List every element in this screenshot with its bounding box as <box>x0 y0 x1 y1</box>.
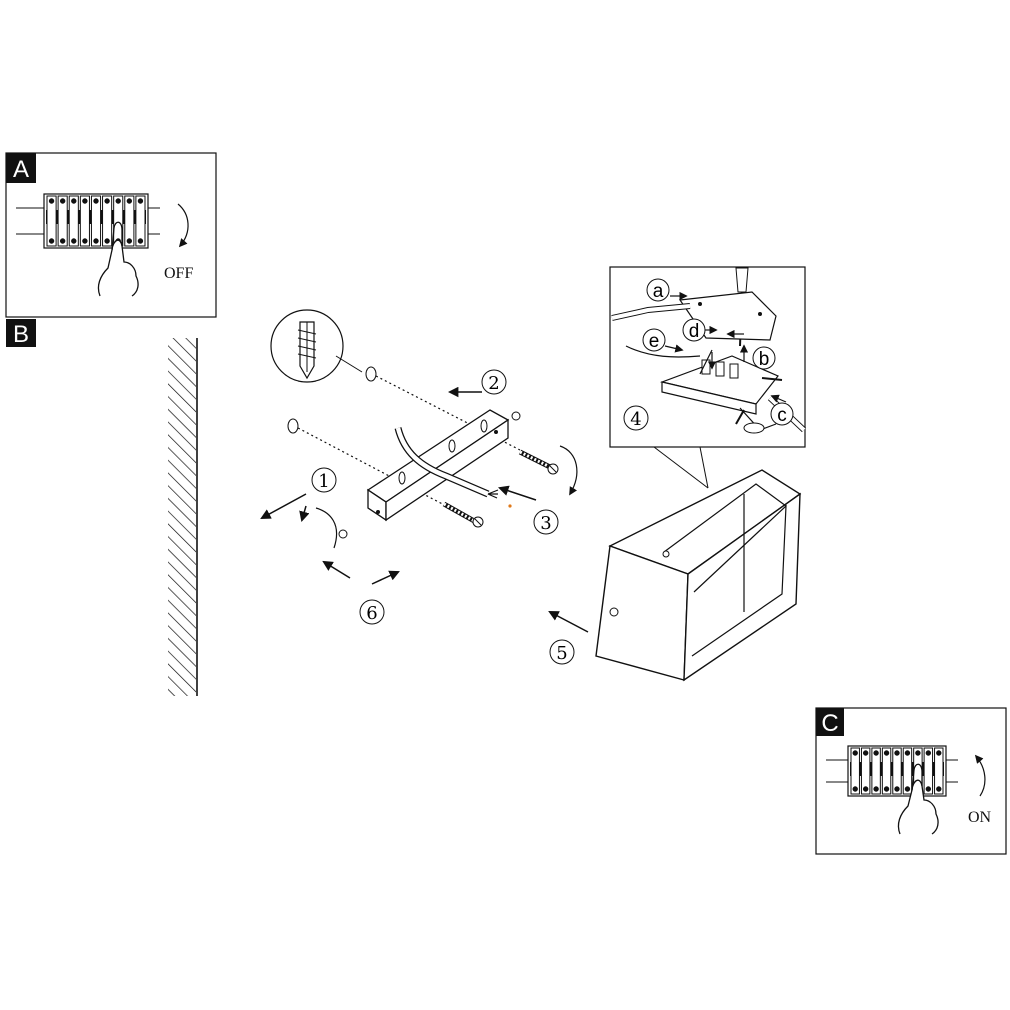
breaker-module <box>850 747 860 795</box>
breaker-module <box>902 747 913 795</box>
terminal-screw <box>852 750 858 756</box>
arrow-left-icon <box>322 560 351 579</box>
wiring-label-b: b <box>759 349 770 370</box>
terminal-screw <box>873 750 879 756</box>
panel-b: B <box>6 319 36 348</box>
breaker-module <box>934 747 944 795</box>
breaker-module <box>57 195 68 247</box>
terminal-screw <box>82 198 88 204</box>
breaker-module <box>135 195 146 247</box>
terminal-screw <box>104 198 110 204</box>
arrow-right-icon <box>371 570 400 585</box>
breaker-module <box>881 747 892 795</box>
terminal-screw <box>862 750 869 756</box>
wall-section <box>168 338 198 696</box>
terminal-screw <box>862 786 869 792</box>
breaker-module <box>102 195 113 247</box>
orange-marker <box>508 504 512 508</box>
terminal-screw <box>48 198 55 204</box>
terminal-screw <box>936 750 942 756</box>
step-5-label: 5 <box>556 643 567 664</box>
breaker-module <box>124 195 135 247</box>
terminal-screw <box>48 238 55 244</box>
terminal-screw <box>137 198 144 204</box>
breaker-module <box>90 195 102 247</box>
terminal-screw <box>925 786 932 792</box>
screw-icon <box>518 449 559 475</box>
panel-c-breaker-on: C ON <box>815 707 1007 855</box>
drill-hole-marker <box>287 418 299 434</box>
breaker-module <box>923 747 934 795</box>
switch-down-arrow-icon <box>177 203 189 248</box>
panel-b-letter: B <box>13 321 29 348</box>
breaker-bank-icon <box>847 745 947 797</box>
wiring-label-d: d <box>689 321 700 342</box>
wiring-label-a: a <box>653 281 664 302</box>
terminal-screw <box>104 238 110 244</box>
arrow-left-icon <box>498 485 537 501</box>
terminal-screw <box>894 750 900 756</box>
terminal-screw <box>71 238 77 244</box>
switch-up-arrow-icon <box>974 754 986 797</box>
wall-plug-detail <box>270 309 377 383</box>
wiring-label-c: c <box>777 405 787 426</box>
terminal-screw <box>126 198 133 204</box>
breaker-bank-icon <box>43 193 149 249</box>
step-3-label: 3 <box>540 513 551 534</box>
mounting-bracket <box>366 409 510 522</box>
terminal-screw <box>915 750 921 756</box>
terminal-screw <box>93 238 99 244</box>
breaker-module <box>68 195 79 247</box>
rotate-arrow-icon <box>559 445 578 496</box>
wiring-label-e: e <box>649 331 660 352</box>
breaker-module <box>46 195 57 247</box>
terminal-screw <box>126 238 133 244</box>
panel-c-letter: C <box>821 710 838 737</box>
terminal-screw <box>873 786 879 792</box>
nut-icon <box>338 411 521 539</box>
terminal-screw <box>93 198 99 204</box>
breaker-module <box>871 747 881 795</box>
breaker-module <box>860 747 871 795</box>
rotate-arrow-icon <box>315 507 338 549</box>
terminal-screw <box>137 238 144 244</box>
terminal-screw <box>883 750 890 756</box>
on-label: ON <box>968 809 992 826</box>
panel-a-breaker-off: A OFF <box>5 152 217 318</box>
arrow-left-icon <box>260 493 307 520</box>
step-2-label: 2 <box>488 373 499 394</box>
panel-a-letter: A <box>13 156 29 183</box>
terminal-screw <box>904 786 911 792</box>
wall-plug-icon <box>297 321 317 380</box>
terminal-screw <box>852 786 858 792</box>
off-label: OFF <box>164 265 193 282</box>
step-4-label: 4 <box>630 409 641 430</box>
terminal-screw <box>925 750 932 756</box>
terminal-screw <box>59 238 66 244</box>
terminal-screw <box>71 198 77 204</box>
step-1-label: 1 <box>318 471 329 492</box>
terminal-screw <box>883 786 890 792</box>
breaker-module <box>79 195 90 247</box>
terminal-screw <box>59 198 66 204</box>
terminal-screw <box>904 750 911 756</box>
lamp-housing <box>595 469 802 682</box>
terminal-screw <box>82 238 88 244</box>
terminal-screw <box>894 786 900 792</box>
screw-icon <box>442 501 484 528</box>
arrow-left-icon <box>548 611 589 633</box>
terminal-screw <box>936 786 942 792</box>
step-6-label: 6 <box>366 603 377 624</box>
terminal-screw <box>115 198 121 204</box>
breaker-module <box>892 747 902 795</box>
wiring-detail-panel: a d e b c 4 <box>609 266 807 448</box>
